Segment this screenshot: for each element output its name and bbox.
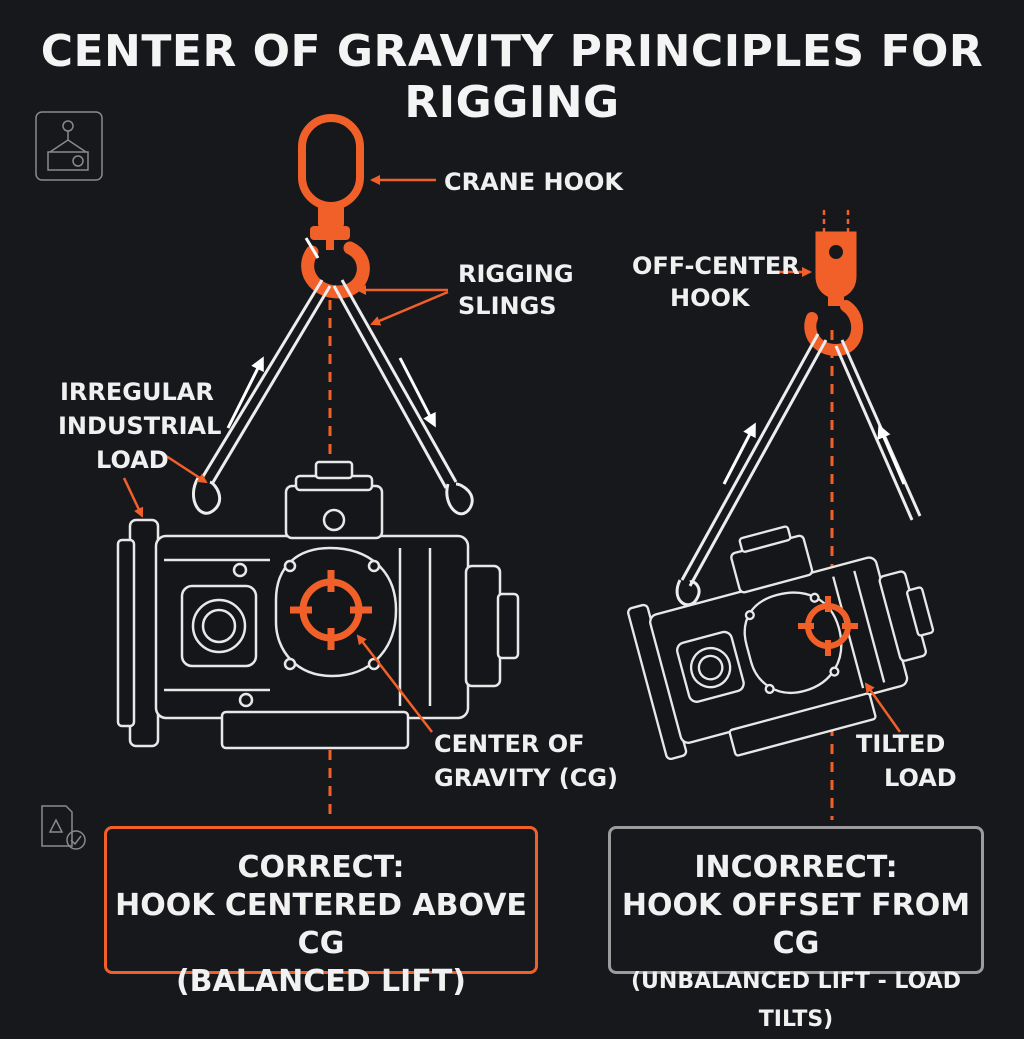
correct-heading: CORRECT: (237, 850, 405, 885)
label-tilted-1: TILTED (856, 730, 945, 758)
leader-irregular-load-a (159, 450, 208, 484)
label-tilted-2: LOAD (884, 764, 957, 792)
label-crane-hook: CRANE HOOK (444, 168, 624, 196)
label-cg-2: GRAVITY (CG) (434, 764, 618, 792)
incorrect-summary-box: INCORRECT: HOOK OFFSET FROM CG (UNBALANC… (608, 826, 984, 1032)
industrial-load-left (116, 460, 520, 750)
label-irregular-load-2: INDUSTRIAL (58, 412, 221, 440)
leader-slings-b (370, 290, 449, 326)
cg-marker-left (290, 570, 372, 650)
cg-marker-right (798, 596, 858, 656)
correct-summary-box: CORRECT: HOOK CENTERED ABOVE CG (BALANCE… (104, 826, 538, 999)
label-rigging-slings-2: SLINGS (458, 292, 557, 320)
leader-tilted-load (864, 682, 902, 733)
checklist-warning-icon (41, 805, 86, 850)
label-off-center-1: OFF-CENTER (632, 252, 800, 280)
leader-cg (356, 634, 433, 733)
tension-arrow-left-b (398, 357, 436, 428)
label-off-center-2: HOOK (670, 284, 751, 312)
rigging-slings-left (192, 279, 474, 516)
off-center-hook-right (804, 231, 864, 357)
label-cg-1: CENTER OF (434, 730, 585, 758)
crane-hook-left (298, 114, 370, 299)
leader-irregular-load-b (122, 477, 144, 518)
incorrect-line-3: (UNBALANCED LIFT - LOAD TILTS) (631, 969, 961, 1032)
label-rigging-slings-1: RIGGING (458, 260, 574, 288)
correct-line-2: HOOK CENTERED ABOVE CG (115, 888, 527, 961)
correct-line-3: (BALANCED LIFT) (175, 964, 467, 999)
page-title: CENTER OF GRAVITY PRINCIPLES FOR RIGGING (40, 26, 984, 128)
incorrect-heading: INCORRECT: (694, 850, 898, 885)
label-irregular-load-1: IRREGULAR (60, 378, 214, 406)
crane-load-icon (35, 111, 103, 181)
label-irregular-load-3: LOAD (96, 446, 169, 474)
tension-arrow-left-a (226, 356, 264, 429)
tension-arrow-right-b (877, 424, 906, 485)
rigging-slings-right (675, 333, 922, 607)
incorrect-line-2: HOOK OFFSET FROM CG (621, 888, 971, 961)
tension-arrow-right-a (722, 422, 756, 485)
